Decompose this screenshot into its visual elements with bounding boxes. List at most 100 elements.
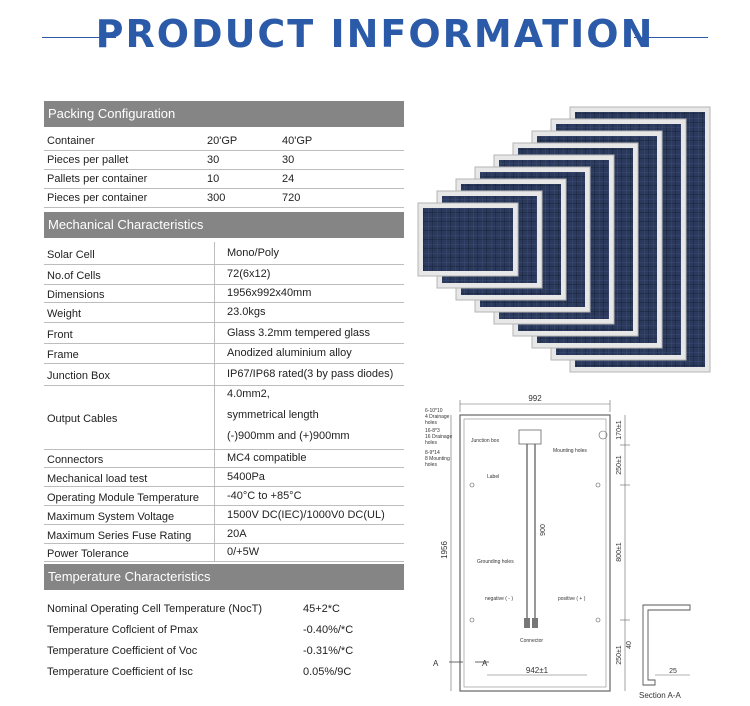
temperature-row: Temperature Coflcient of Pmax -0.40%/*C (44, 620, 404, 640)
packing-label: Pieces per container (47, 192, 148, 204)
technical-drawing: 992 1956 900 170±1 250±1 800±1 250±1 40 … (425, 394, 691, 700)
note-holes1: holes (425, 420, 437, 426)
dim-25: 25 (669, 668, 677, 675)
section-marker-right: A (482, 659, 488, 668)
temperature-row: Nominal Operating Cell Temperature (NocT… (44, 599, 404, 619)
mechanical-row: Weight 23.0kgs (44, 303, 404, 323)
section-label: Section A-A (639, 691, 681, 700)
mechanical-value-line: (-)900mm and (+)900mm (227, 430, 350, 442)
mechanical-value: -40°C to +85°C (227, 489, 302, 502)
page-header: PRODUCT INFORMATION (0, 0, 750, 70)
mechanical-value: 20A (227, 527, 247, 540)
detail-circle (598, 430, 608, 440)
mechanical-value: MC4 compatible (227, 452, 307, 464)
mechanical-label: Weight (47, 308, 82, 320)
mechanical-value-line: 4.0mm2, (227, 388, 270, 400)
temperature-label: Temperature Coefficient of Isc (47, 666, 193, 678)
header-rule-right (634, 37, 708, 38)
label-connector: Connector (520, 638, 543, 644)
temperature-value: -0.40%/*C (303, 624, 354, 636)
module-inner-outline (463, 418, 607, 688)
mechanical-value: 72(6x12) (227, 268, 271, 280)
packing-row: Pallets per container 10 24 (44, 170, 404, 189)
note-drain16: 16 Drainage (425, 434, 452, 440)
mechanical-value: Glass 3.2mm tempered glass (227, 326, 371, 339)
connector-neg (524, 618, 530, 628)
mechanical-label: Solar Cell (47, 248, 95, 261)
mechanical-row: Operating Module Temperature -40°C to +85… (44, 487, 404, 506)
note-holes2: holes (425, 440, 437, 446)
mechanical-label: Maximum Series Fuse Rating (47, 529, 192, 542)
mechanical-row: Power Tolerance 0/+5W (44, 544, 404, 562)
dim-40: 40 (626, 641, 633, 649)
mechanical-row: Connectors MC4 compatible (44, 450, 404, 468)
mechanical-row: Solar Cell Mono/Poly (44, 242, 404, 265)
mechanical-row: Front Glass 3.2mm tempered glass (44, 323, 404, 344)
temperature-value: -0.31%/*C (303, 645, 354, 657)
temperature-label: Temperature Coflcient of Pmax (47, 624, 199, 636)
mechanical-label: Connectors (47, 454, 104, 466)
note-16-8: 16-8*3 (425, 428, 440, 434)
mechanical-label: Maximum System Voltage (47, 510, 175, 523)
mechanical-label: Dimensions (47, 289, 105, 301)
dim-800: 800±1 (616, 542, 623, 562)
mechanical-value: IP67/IP68 rated(3 by pass diodes) (227, 368, 394, 380)
packing-row: Pieces per container 300 720 (44, 189, 404, 208)
mechanical-row: Junction Box IP67/IP68 rated(3 by pass di… (44, 364, 404, 386)
mechanical-label: Frame (47, 349, 79, 361)
packing-value-20gp: 20'GP (207, 135, 238, 147)
packing-label: Pieces per pallet (47, 154, 129, 166)
mechanical-row: No.of Cells 72(6x12) (44, 265, 404, 285)
note-drain4: 4 Drainage (425, 414, 450, 420)
temperature-row: Temperature Coefficient of Isc 0.05%/9C (44, 662, 404, 682)
note-6-10: 6-10*10 (425, 408, 443, 414)
connector-pos (532, 618, 538, 628)
mechanical-value-line: symmetrical length (227, 409, 319, 421)
label-junction-box: Junction box (471, 438, 500, 444)
mechanical-value: 0/+5W (227, 546, 260, 558)
mechanical-row: Maximum Series Fuse Rating 20A (44, 525, 404, 544)
mechanical-label: No.of Cells (47, 270, 101, 282)
mechanical-label: Power Tolerance (47, 548, 129, 560)
mechanical-value: 1500V DC(IEC)/1000V0 DC(UL) (227, 508, 385, 521)
packing-row: Pieces per pallet 30 30 (44, 151, 404, 170)
mechanical-row: Maximum System Voltage 1500V DC(IEC)/1000… (44, 506, 404, 525)
note-8-9: 8-9*14 (425, 450, 440, 456)
temperature-value: 45+2*C (303, 603, 341, 615)
packing-value-40gp: 30 (282, 154, 295, 166)
note-holes3: holes (425, 462, 437, 468)
packing-value-20gp: 300 (207, 192, 226, 204)
mechanical-value: 23.0kgs (227, 306, 266, 318)
mechanical-label: Junction Box (47, 370, 110, 382)
dim-height: 1956 (440, 541, 449, 559)
packing-value-40gp: 24 (282, 173, 295, 185)
section-marker-left: A (433, 659, 439, 668)
mechanical-label: Operating Module Temperature (47, 491, 200, 504)
packing-value-40gp: 40'GP (282, 135, 313, 147)
mechanical-section-title: Mechanical Characteristics (44, 212, 404, 238)
header-rule-left (42, 37, 116, 38)
module-outline (459, 414, 611, 692)
dim-250-top: 250±1 (616, 455, 623, 475)
note-mount8: 8 Mounting (425, 456, 450, 462)
mechanical-label: Front (47, 328, 73, 341)
mechanical-row: Output Cables 4.0mm2, symmetrical length (-… (44, 386, 404, 450)
packing-row: Container 20'GP 40'GP (44, 132, 404, 151)
temperature-label: Nominal Operating Cell Temperature (NocT… (47, 603, 262, 615)
packing-value-20gp: 30 (207, 154, 220, 166)
mechanical-value: 5400Pa (227, 470, 265, 483)
mechanical-label: Output Cables (47, 413, 118, 425)
mechanical-label: Mechanical load test (47, 472, 148, 485)
temperature-row: Temperature Coefficient of Voc -0.31%/*C (44, 641, 404, 661)
page-title: PRODUCT INFORMATION (95, 12, 655, 56)
packing-label: Container (47, 135, 95, 147)
temperature-section-title: Temperature Characteristics (44, 564, 404, 590)
mechanical-row: Mechanical load test 5400Pa (44, 468, 404, 487)
frame-profile (642, 604, 691, 686)
packing-section-title: Packing Configuration (44, 101, 404, 127)
label-negative: negative ( - ) (485, 596, 513, 602)
mechanical-value: Mono/Poly (227, 246, 279, 259)
label-grounding: Grounding holes (477, 559, 514, 565)
